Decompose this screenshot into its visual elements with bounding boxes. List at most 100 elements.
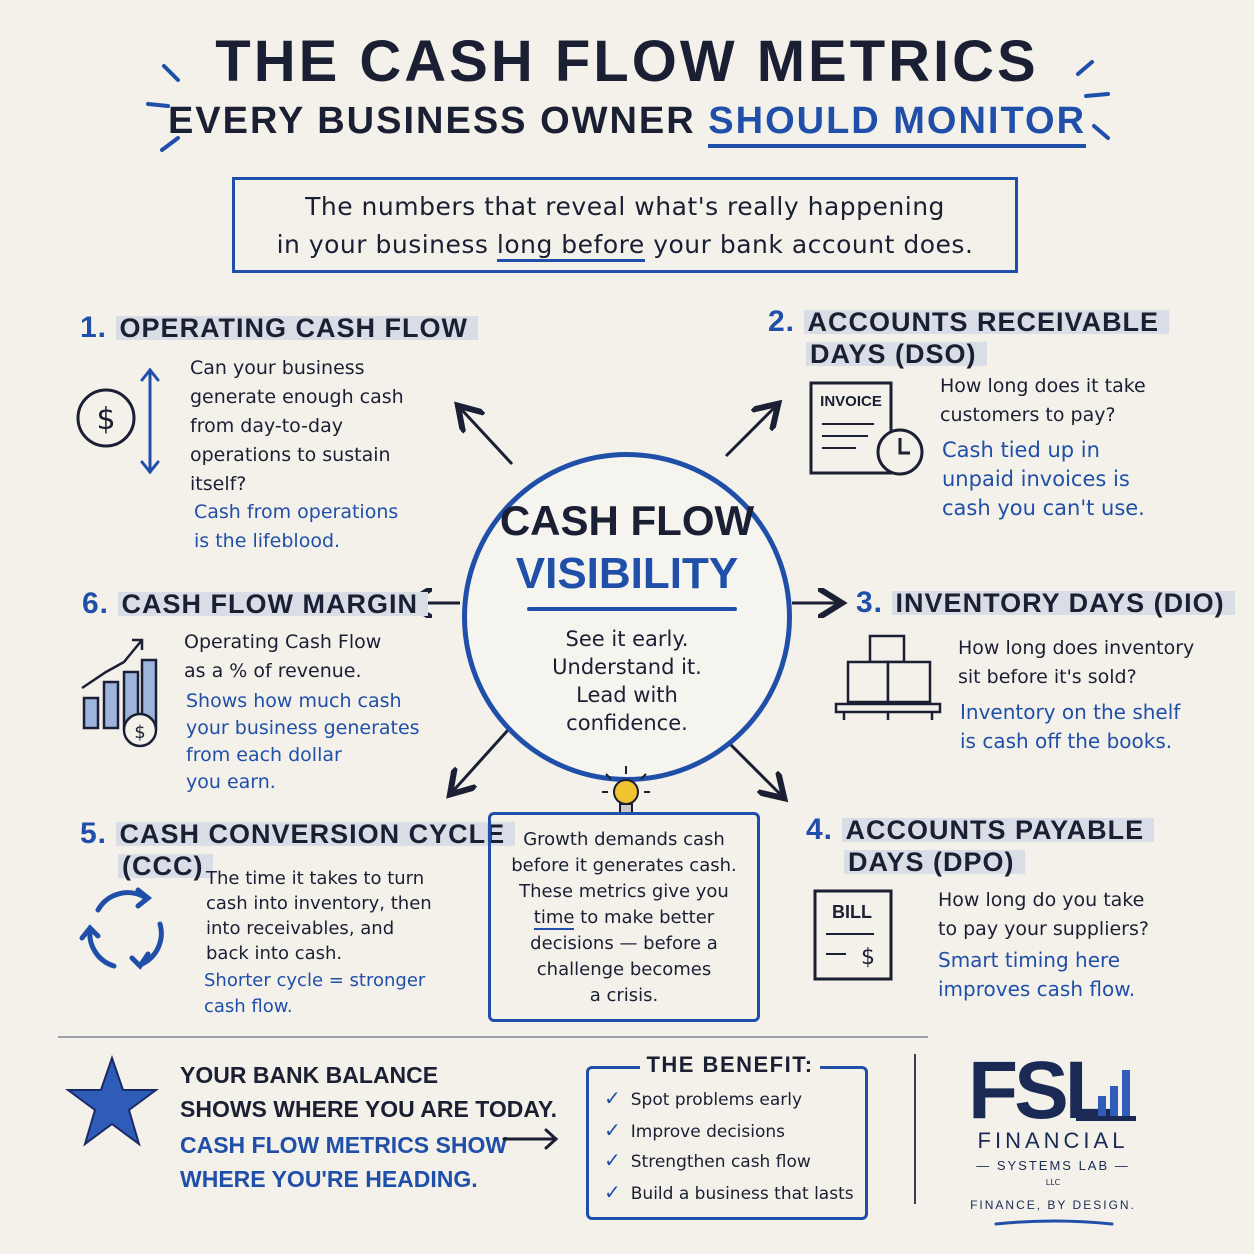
- benefit-item-label: Spot problems early: [630, 1090, 803, 1110]
- circle-underline: [527, 607, 737, 611]
- bottom-divider: [58, 1036, 928, 1038]
- logo-lab-text: SYSTEMS LAB: [996, 1158, 1110, 1173]
- benefit-item-label: Strengthen cash flow: [630, 1152, 811, 1172]
- metric-1-desc-line: operations to sustain: [190, 444, 391, 466]
- metric-3-title-text: INVENTORY DAYS (DIO): [891, 588, 1235, 618]
- growth-chart-icon: $: [81, 638, 158, 748]
- bank-line-1: YOUR BANK BALANCE: [180, 1062, 439, 1088]
- metric-1-note: Cash from operations is the lifeblood.: [194, 498, 398, 556]
- logo-name: FINANCIAL: [977, 1128, 1129, 1153]
- growth-note-box: Growth demands cash before it generates …: [488, 812, 760, 1022]
- intro-line-2-pre: in your business: [276, 230, 497, 259]
- bank-line-2: SHOWS WHERE YOU ARE TODAY.: [180, 1096, 558, 1122]
- invoice-clock-icon: INVOICE: [809, 381, 924, 476]
- metric-3-number: 3.: [856, 586, 884, 619]
- logo-subname: — SYSTEMS LAB —: [976, 1158, 1130, 1173]
- svg-text:$: $: [861, 945, 875, 970]
- logo-llc: LLC: [1045, 1178, 1061, 1187]
- metric-1-note-line: Cash from operations: [194, 501, 399, 523]
- lightbulb-icon: [602, 766, 650, 815]
- metric-3-desc-line: How long does inventory: [958, 637, 1195, 659]
- metric-5-desc-line: cash into inventory, then: [206, 893, 432, 914]
- metric-2-title-line-1: ACCOUNTS RECEIVABLE: [803, 307, 1170, 337]
- benefit-item-label: Improve decisions: [630, 1122, 786, 1142]
- intro-line-1: The numbers that reveal what's really ha…: [305, 192, 945, 221]
- circle-title-line-1: CASH FLOW: [499, 497, 755, 544]
- metric-4-note: Smart timing here improves cash flow.: [938, 946, 1135, 1004]
- metric-2-description: How long does it take customers to pay?: [940, 372, 1146, 430]
- intro-line-2: in your business long before your bank a…: [235, 226, 1015, 264]
- metric-6-note-line: you earn.: [186, 771, 276, 793]
- growth-line-4-post: to make better: [574, 907, 715, 928]
- metric-5-title: 5. CASH CONVERSION CYCLE (CCC): [80, 817, 516, 882]
- benefit-item-label: Build a business that lasts: [630, 1184, 854, 1204]
- svg-text:$: $: [96, 402, 115, 437]
- arrow-right-icon: [502, 1128, 559, 1150]
- metric-2-note: Cash tied up in unpaid invoices is cash …: [942, 436, 1145, 523]
- metric-6-number: 6.: [82, 587, 110, 620]
- growth-line: Growth demands cash: [523, 829, 725, 850]
- metric-4-description: How long do you take to pay your supplie…: [938, 886, 1149, 944]
- benefit-item: ✓ Build a business that lasts: [604, 1180, 854, 1206]
- tagline-1: See it early.: [565, 627, 689, 651]
- metric-5-note: Shorter cycle = stronger cash flow.: [204, 968, 425, 1020]
- arrow-to-metric-1: [462, 410, 514, 466]
- metric-3-note: Inventory on the shelf is cash off the b…: [960, 698, 1180, 756]
- metric-3-note-line: Inventory on the shelf: [960, 700, 1181, 724]
- arrow-to-metric-5: [454, 728, 510, 790]
- metric-5-desc-line: back into cash.: [206, 943, 343, 964]
- metric-6-desc-line: as a % of revenue.: [184, 660, 362, 682]
- check-icon: ✓: [604, 1118, 621, 1142]
- metric-4-desc-line: How long do you take: [938, 889, 1145, 911]
- svg-text:$: $: [134, 722, 145, 743]
- benefit-item: ✓Strengthen cash flow: [604, 1148, 811, 1174]
- metric-4-title-line-2: DAYS (DPO): [844, 847, 1025, 877]
- subtitle-highlight: SHOULD MONITOR: [708, 100, 1087, 148]
- growth-line: time to make better: [501, 905, 747, 931]
- metric-3-note-line: is cash off the books.: [960, 729, 1173, 753]
- metric-6-desc-line: Operating Cash Flow: [184, 631, 382, 653]
- arrow-to-metric-4: [722, 736, 780, 794]
- metric-2-note-line: Cash tied up in: [942, 438, 1100, 462]
- metric-6-note-line: your business generates: [186, 717, 420, 739]
- tagline-4: confidence.: [566, 711, 688, 735]
- metric-6-title: 6. CASH FLOW MARGIN: [82, 587, 429, 620]
- benefit-item: ✓ Improve decisions: [604, 1118, 785, 1144]
- metric-1-description: Can your business generate enough cash f…: [190, 354, 404, 499]
- bill-label: BILL: [832, 902, 872, 922]
- metric-6-note-line: from each dollar: [186, 744, 342, 766]
- metric-5-description: The time it takes to turn cash into inve…: [206, 866, 432, 966]
- check-icon: ✓: [604, 1180, 621, 1204]
- metric-1-title-text: OPERATING CASH FLOW: [115, 313, 479, 343]
- metric-6-note-line: Shows how much cash: [186, 690, 402, 712]
- metric-1-desc-line: itself?: [190, 473, 247, 495]
- metric-1-number: 1.: [80, 311, 108, 344]
- metric-4-title: 4. ACCOUNTS PAYABLE DAYS (DPO): [806, 813, 1155, 878]
- tagline-2: Understand it.: [552, 655, 702, 679]
- growth-line: These metrics give you: [519, 881, 729, 902]
- metric-1-title: 1. OPERATING CASH FLOW: [80, 311, 479, 344]
- metric-3-description: How long does inventory sit before it's …: [958, 634, 1194, 692]
- invoice-label: INVOICE: [820, 393, 882, 410]
- bank-balance-statement: YOUR BANK BALANCE SHOWS WHERE YOU ARE TO…: [180, 1058, 557, 1126]
- metric-1-desc-line: generate enough cash: [190, 386, 404, 408]
- growth-line: challenge becomes: [536, 959, 712, 980]
- growth-underlined: time: [533, 907, 575, 930]
- star-icon: [64, 1054, 160, 1147]
- intro-underlined: long before: [496, 230, 645, 262]
- metric-3-desc-line: sit before it's sold?: [958, 666, 1137, 688]
- metric-4-note-line: Smart timing here: [938, 948, 1121, 972]
- intro-box: The numbers that reveal what's really ha…: [232, 177, 1018, 273]
- page-subtitle: EVERY BUSINESS OWNER SHOULD MONITOR: [0, 100, 1254, 148]
- metric-2-title-line-2: DAYS (DSO): [806, 339, 987, 369]
- dollar-coin-icon: $: [76, 367, 160, 475]
- vertical-divider: [914, 1054, 916, 1204]
- bill-icon: BILL $: [813, 889, 893, 981]
- tagline-underline: [994, 1219, 1114, 1226]
- fsl-logo: FSL: [968, 1046, 1136, 1126]
- metric-5-number: 5.: [80, 817, 108, 850]
- metric-4-number: 4.: [806, 813, 834, 846]
- metric-6-description: Operating Cash Flow as a % of revenue.: [184, 628, 381, 686]
- subtitle-text: EVERY BUSINESS OWNER: [167, 100, 709, 142]
- growth-line: before it generates cash.: [511, 855, 737, 876]
